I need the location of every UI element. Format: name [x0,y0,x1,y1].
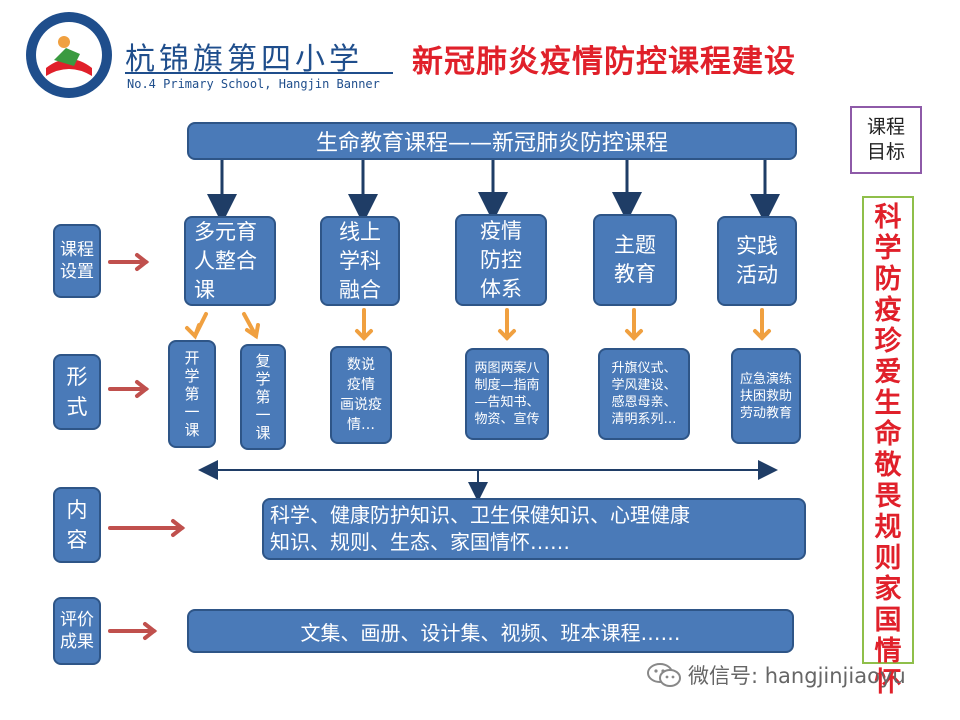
school-name-en: No.4 Primary School, Hangjin Banner [127,77,380,91]
form-box-2: 复学第一课 [240,344,286,450]
school-logo [24,10,114,100]
page-title: 新冠肺炎疫情防控课程建设 [412,44,796,80]
school-name-cn: 杭锦旗第四小学 [125,42,363,77]
content-text: 科学、健康防护知识、卫生保健知识、心理健康 知识、规则、生态、家国情怀…… [270,503,690,554]
form-text-1: 开学第一课 [184,349,200,439]
row-label-settings: 课程 设置 [53,224,101,298]
wechat-watermark: 微信号: hangjinjiaoyu [646,660,906,690]
form-text-3: 数说 疫情 画说疫 情… [340,357,382,433]
row-label-forms-text: 形 式 [66,365,88,419]
row-label-content-text: 内 容 [66,498,88,552]
form-box-5: 升旗仪式、 学风建设、 感恩母亲、 清明系列… [598,348,690,440]
course-text-5: 实践 活动 [736,234,778,287]
goal-box: 科学防疫珍爱生命敬畏规则家国情怀 [862,196,914,698]
form-text-5: 升旗仪式、 学风建设、 感恩母亲、 清明系列… [611,361,677,427]
top-course-box: 生命教育课程——新冠肺炎防控课程 [187,122,797,160]
course-box-2: 线上 学科 融合 [320,216,400,306]
evaluation-box: 文集、画册、设计集、视频、班本课程…… [187,609,794,653]
wechat-id-text: 微信号: hangjinjiaoyu [688,664,906,688]
course-text-2: 线上 学科 融合 [339,219,381,302]
course-box-3: 疫情 防控 体系 [455,214,547,306]
form-box-6: 应急演练 扶困救助 劳动教育 [731,348,801,444]
course-box-5: 实践 活动 [717,216,797,306]
form-text-2: 复学第一课 [255,352,271,442]
course-box-1: 多元育 人整合 课 [184,216,276,306]
goal-text: 科学防疫珍爱生命敬畏规则家国情怀 [874,202,902,698]
form-box-1: 开学第一课 [168,340,216,448]
goal-label-text: 课程 目标 [866,116,905,163]
row-label-evaluation: 评价 成果 [53,597,101,665]
evaluation-text: 文集、画册、设计集、视频、班本课程…… [300,620,681,645]
content-box: 科学、健康防护知识、卫生保健知识、心理健康 知识、规则、生态、家国情怀…… [262,498,806,560]
wechat-icon [647,663,681,687]
row-label-evaluation-text: 评价 成果 [60,610,94,652]
row-label-content: 内 容 [53,487,101,563]
course-text-1: 多元育 人整合 课 [194,219,257,302]
form-box-4: 两图两案八 制度—指南 —告知书、 物资、宣传 [465,348,549,440]
form-box-3: 数说 疫情 画说疫 情… [330,346,392,444]
form-text-6: 应急演练 扶困救助 劳动教育 [739,371,792,421]
top-course-text: 生命教育课程——新冠肺炎防控课程 [315,131,668,156]
school-name-underline [125,72,393,74]
form-text-4: 两图两案八 制度—指南 —告知书、 物资、宣传 [474,361,540,427]
course-text-3: 疫情 防控 体系 [480,218,522,301]
course-box-4: 主题 教育 [593,214,677,306]
row-label-forms: 形 式 [53,354,101,430]
goal-label-box: 课程 目标 [850,106,922,174]
course-text-4: 主题 教育 [614,233,656,286]
row-label-settings-text: 课程 设置 [60,240,94,282]
